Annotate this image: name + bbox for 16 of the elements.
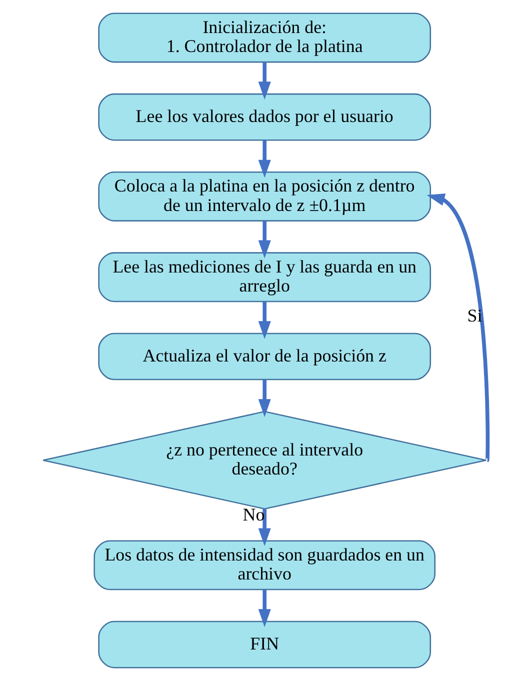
node-box: Coloca a la platina en la posición z dentro de un intervalo de z ±0.1µm (98, 172, 431, 222)
node-box: FIN (98, 620, 431, 668)
arrow (258, 62, 270, 100)
arrow (258, 140, 270, 178)
node-diamond: ¿z no pertenece al intervalo deseado? (42, 410, 486, 510)
node-box: Los datos de intensidad son guardados en un archivo (93, 540, 435, 590)
arrow (258, 301, 270, 340)
arrow (258, 380, 270, 418)
node-box: Lee los valores dados por el usuario (98, 93, 431, 141)
node-box: Inicialización de: 1. Controlador de la platina (98, 12, 431, 63)
arrow (258, 590, 270, 628)
arrow (426, 193, 490, 460)
arrow (258, 221, 270, 258)
arrow (258, 509, 270, 546)
node-box: Lee las mediciones de I y las guarda en un arreglo (98, 252, 431, 302)
node-box: Actualiza el valor de la posición z (98, 332, 431, 380)
